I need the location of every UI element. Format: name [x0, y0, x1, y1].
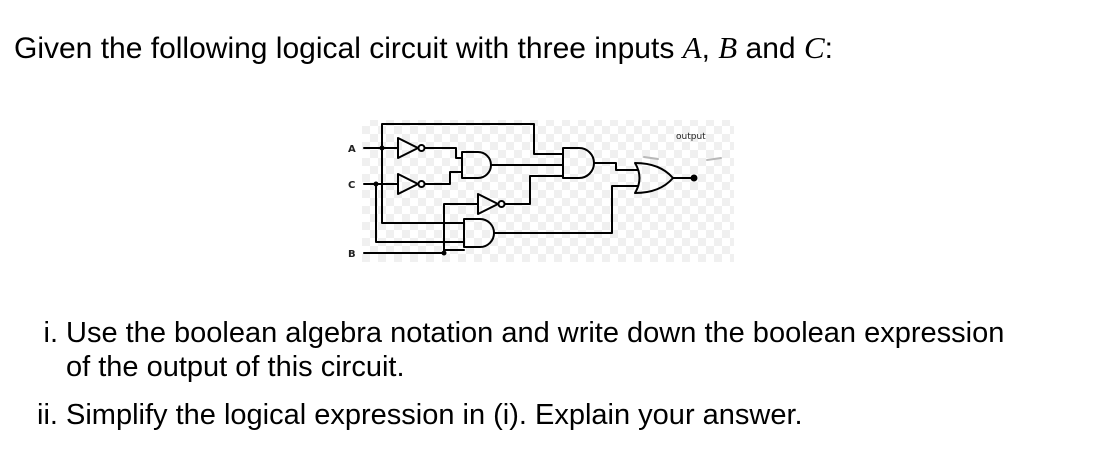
wire-and3-out: [493, 185, 639, 234]
not-gate-a: [397, 137, 419, 159]
diagram-background: [362, 120, 734, 262]
intro-sep1: ,: [701, 32, 719, 65]
intro-prefix: Given the following logical circuit with…: [14, 32, 683, 65]
not-gate-c-bubble: [417, 180, 426, 188]
question-i: i. Use the boolean algebra notation and …: [22, 316, 1005, 384]
output-label: output: [676, 132, 706, 142]
wire-a-top-branch: [381, 123, 564, 155]
intro-text: Given the following logical circuit with…: [14, 28, 833, 69]
faded-stub-right: [706, 157, 722, 161]
var-c: C: [803, 30, 825, 65]
question-i-number: i.: [43, 317, 59, 349]
logic-circuit-diagram: A C B output: [348, 120, 734, 262]
intro-sep2: and: [737, 32, 804, 65]
not-gate-3: [477, 193, 499, 215]
wire-not3-in: [443, 203, 479, 251]
question-i-line1: Use the boolean algebra notation and wri…: [66, 317, 1005, 349]
or-gate: [634, 162, 674, 194]
input-label-c: C: [348, 180, 355, 191]
wire-nota-and1: [424, 147, 463, 159]
output-dot: [690, 174, 698, 182]
var-b: B: [718, 30, 738, 65]
wire-c-branch-down: [375, 183, 465, 243]
question-ii: ii. Simplify the logical expression in (…: [22, 398, 1004, 432]
var-a: A: [682, 30, 702, 65]
wire-and2-out: [593, 162, 639, 171]
junction-b: [441, 250, 447, 256]
and-gate-3: [463, 218, 495, 248]
junction-c-left: [373, 181, 379, 187]
not-gate-c: [397, 173, 419, 195]
junction-a-left: [379, 145, 385, 151]
input-label-a: A: [348, 144, 356, 155]
question-i-line2: of the output of this circuit.: [66, 351, 405, 383]
wire-a-branch-down: [381, 147, 465, 224]
and-gate-1: [461, 151, 492, 179]
question-ii-number: ii.: [37, 399, 58, 431]
and-gate-2: [562, 147, 595, 179]
faded-stub-left: [643, 156, 659, 160]
wire-not3-out: [504, 175, 564, 205]
intro-suffix: :: [824, 32, 833, 65]
question-list: i. Use the boolean algebra notation and …: [22, 316, 1004, 446]
question-ii-line1: Simplify the logical expression in (i). …: [66, 399, 803, 431]
wire-notc-and1: [424, 171, 463, 185]
input-label-b: B: [348, 249, 356, 260]
not-gate-3-bubble: [497, 200, 506, 208]
not-gate-a-bubble: [417, 144, 426, 152]
